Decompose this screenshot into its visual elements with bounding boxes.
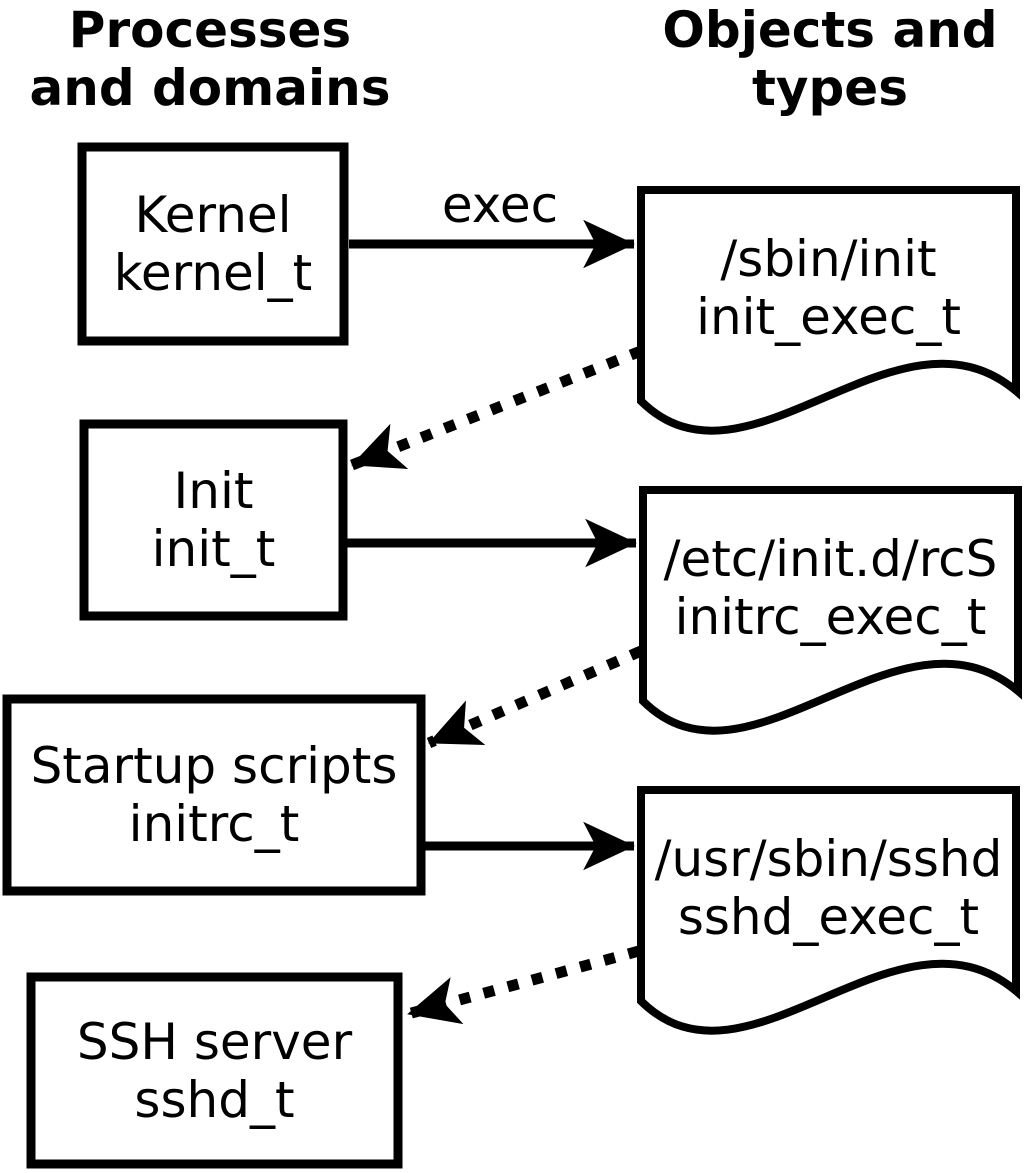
object-type-name: init_exec_t [696, 288, 961, 346]
object-doc-usr-sbin-sshd [637, 786, 1020, 1035]
object-label-sbin-init: /sbin/init init_exec_t [637, 190, 1020, 386]
process-label-ssh-server: SSH server sshd_t [27, 973, 402, 1168]
object-doc-etc-initd-rcs [639, 486, 1022, 735]
process-label-init: Init init_t [80, 420, 347, 620]
object-label-etc-initd-rcs: /etc/init.d/rcS initrc_exec_t [639, 490, 1022, 686]
object-doc-sbin-init [637, 186, 1020, 435]
process-label-kernel: Kernel kernel_t [78, 142, 348, 345]
process-name: Init [173, 462, 254, 520]
dotted-arrow-sshd-to-sshd-t [406, 945, 641, 1025]
process-box-startup-scripts [2, 694, 426, 896]
process-name: Kernel [134, 185, 292, 244]
header-line: Objects and [662, 1, 998, 59]
process-box-init [79, 419, 348, 621]
process-type-name: init_t [151, 520, 276, 578]
process-box-kernel [77, 142, 349, 346]
header-line: types [752, 59, 908, 117]
process-type-name: kernel_t [113, 243, 313, 302]
process-type-name: initrc_t [128, 795, 300, 853]
dotted-arrow-sbin-init-to-init [349, 345, 644, 471]
exec-arrow-label: exec [441, 176, 559, 234]
object-label-usr-sbin-sshd: /usr/sbin/sshd sshd_exec_t [637, 790, 1020, 986]
header-line: Processes [68, 1, 352, 59]
process-type-name: sshd_t [134, 1070, 295, 1129]
object-type-name: sshd_exec_t [677, 888, 980, 946]
column-header-processes: Processes and domains [0, 1, 420, 117]
column-header-objects: Objects and types [636, 1, 1024, 117]
process-label-startup-scripts: Startup scripts initrc_t [3, 695, 425, 895]
process-box-ssh-server [26, 972, 403, 1169]
dotted-arrow-rcs-to-initrc [426, 645, 644, 749]
object-path: /etc/init.d/rcS [663, 530, 998, 588]
process-name: Startup scripts [30, 737, 398, 795]
object-path: /sbin/init [720, 230, 937, 288]
object-path: /usr/sbin/sshd [654, 830, 1003, 888]
process-name: SSH server [76, 1012, 353, 1071]
object-type-name: initrc_exec_t [674, 588, 987, 646]
header-line: and domains [29, 59, 391, 117]
